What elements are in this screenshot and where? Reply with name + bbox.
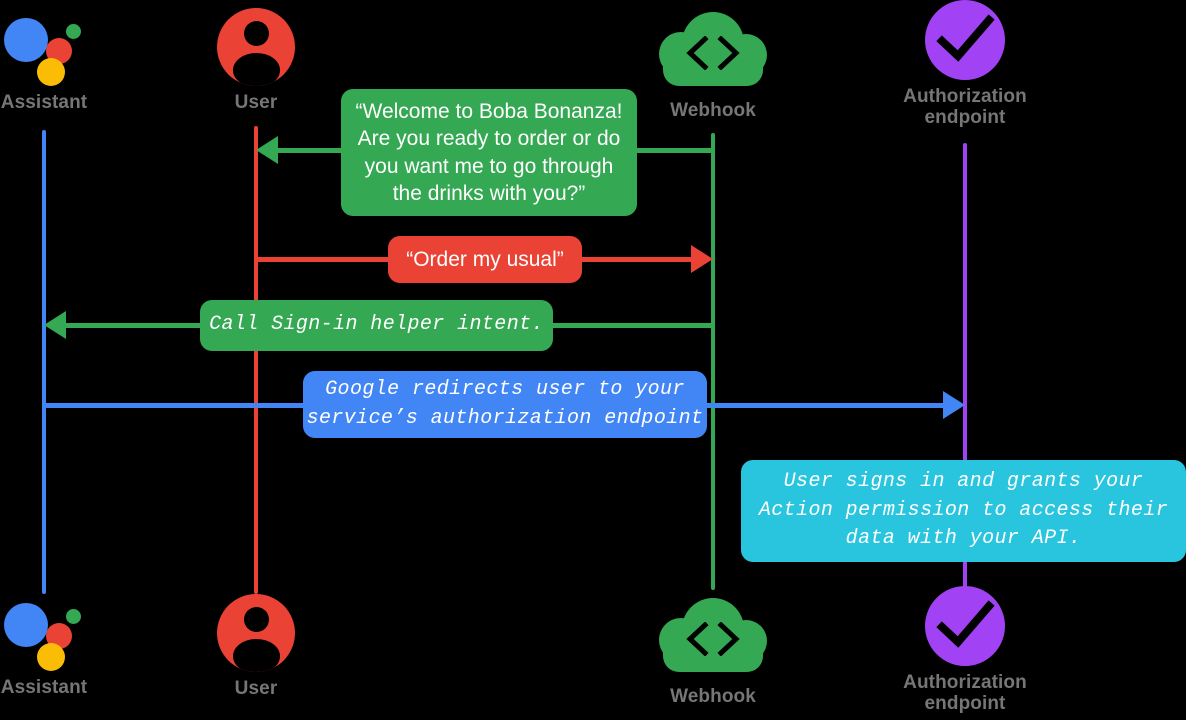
cloud-code-icon [657,12,769,94]
cloud-base [663,632,763,672]
actor-label-auth: Authorization endpoint [903,86,1027,129]
assistant-dot-green [66,609,81,624]
actor-label-assistant: Assistant [0,92,88,113]
actor-label-webhook: Webhook [670,100,756,121]
actor-auth-top: Authorization endpoint [855,0,1075,129]
actor-assistant-bottom: Assistant [0,595,154,698]
message-text-signin: Call Sign-in helper intent. [209,313,544,337]
lifeline-assistant [42,130,46,594]
user-avatar-body [232,639,280,672]
user-avatar-head [243,607,269,632]
purple-check-circle-icon [925,0,1005,80]
lifeline-webhook [711,133,715,590]
arrow-head-order [691,245,713,273]
message-bubble-signin: Call Sign-in helper intent. [200,300,553,351]
actor-user-bottom: User [146,594,366,699]
google-assistant-logo-icon [2,595,86,671]
actor-user-top: User [146,8,366,113]
user-avatar-head [243,21,269,46]
assistant-dot-blue [4,18,48,62]
user-avatar-body [232,53,280,86]
message-bubble-signin-grant: User signs in and grants your Action per… [741,460,1186,562]
code-brackets-icon [686,622,740,656]
arrow-head-signin [44,311,66,339]
user-avatar-icon [217,8,295,86]
assistant-dot-yellow [37,58,65,86]
message-bubble-order: “Order my usual” [388,236,582,283]
actor-label-auth: Authorization endpoint [903,672,1027,715]
user-avatar-icon [217,594,295,672]
actor-assistant-top: Assistant [0,10,154,113]
lifeline-auth [963,143,967,590]
actor-auth-bottom: Authorization endpoint [855,586,1075,715]
assistant-dot-blue [4,603,48,647]
purple-check-circle-icon [925,586,1005,666]
actor-label-user: User [234,92,278,113]
checkmark-icon [936,600,995,648]
cloud-code-icon [657,598,769,680]
message-text-redirect: Google redirects user to your service’s … [306,378,704,430]
assistant-dot-yellow [37,643,65,671]
code-brackets-icon [686,36,740,70]
arrow-head-welcome [256,136,278,164]
message-bubble-redirect: Google redirects user to your service’s … [303,371,707,438]
actor-webhook-top: Webhook [603,12,823,121]
message-text-welcome: “Welcome to Boba Bonanza! Are you ready … [355,99,623,206]
actor-label-webhook: Webhook [670,686,756,707]
message-bubble-welcome: “Welcome to Boba Bonanza! Are you ready … [341,89,637,216]
message-text-order: “Order my usual” [406,247,564,271]
arrow-head-redirect [943,391,965,419]
lifeline-user [254,126,258,594]
cloud-base [663,46,763,86]
checkmark-icon [936,14,995,62]
message-text-signin-grant: User signs in and grants your Action per… [758,470,1169,551]
actor-label-user: User [234,678,278,699]
actor-label-assistant: Assistant [0,677,88,698]
actor-webhook-bottom: Webhook [603,598,823,707]
assistant-dot-green [66,24,81,39]
google-assistant-logo-icon [2,10,86,86]
